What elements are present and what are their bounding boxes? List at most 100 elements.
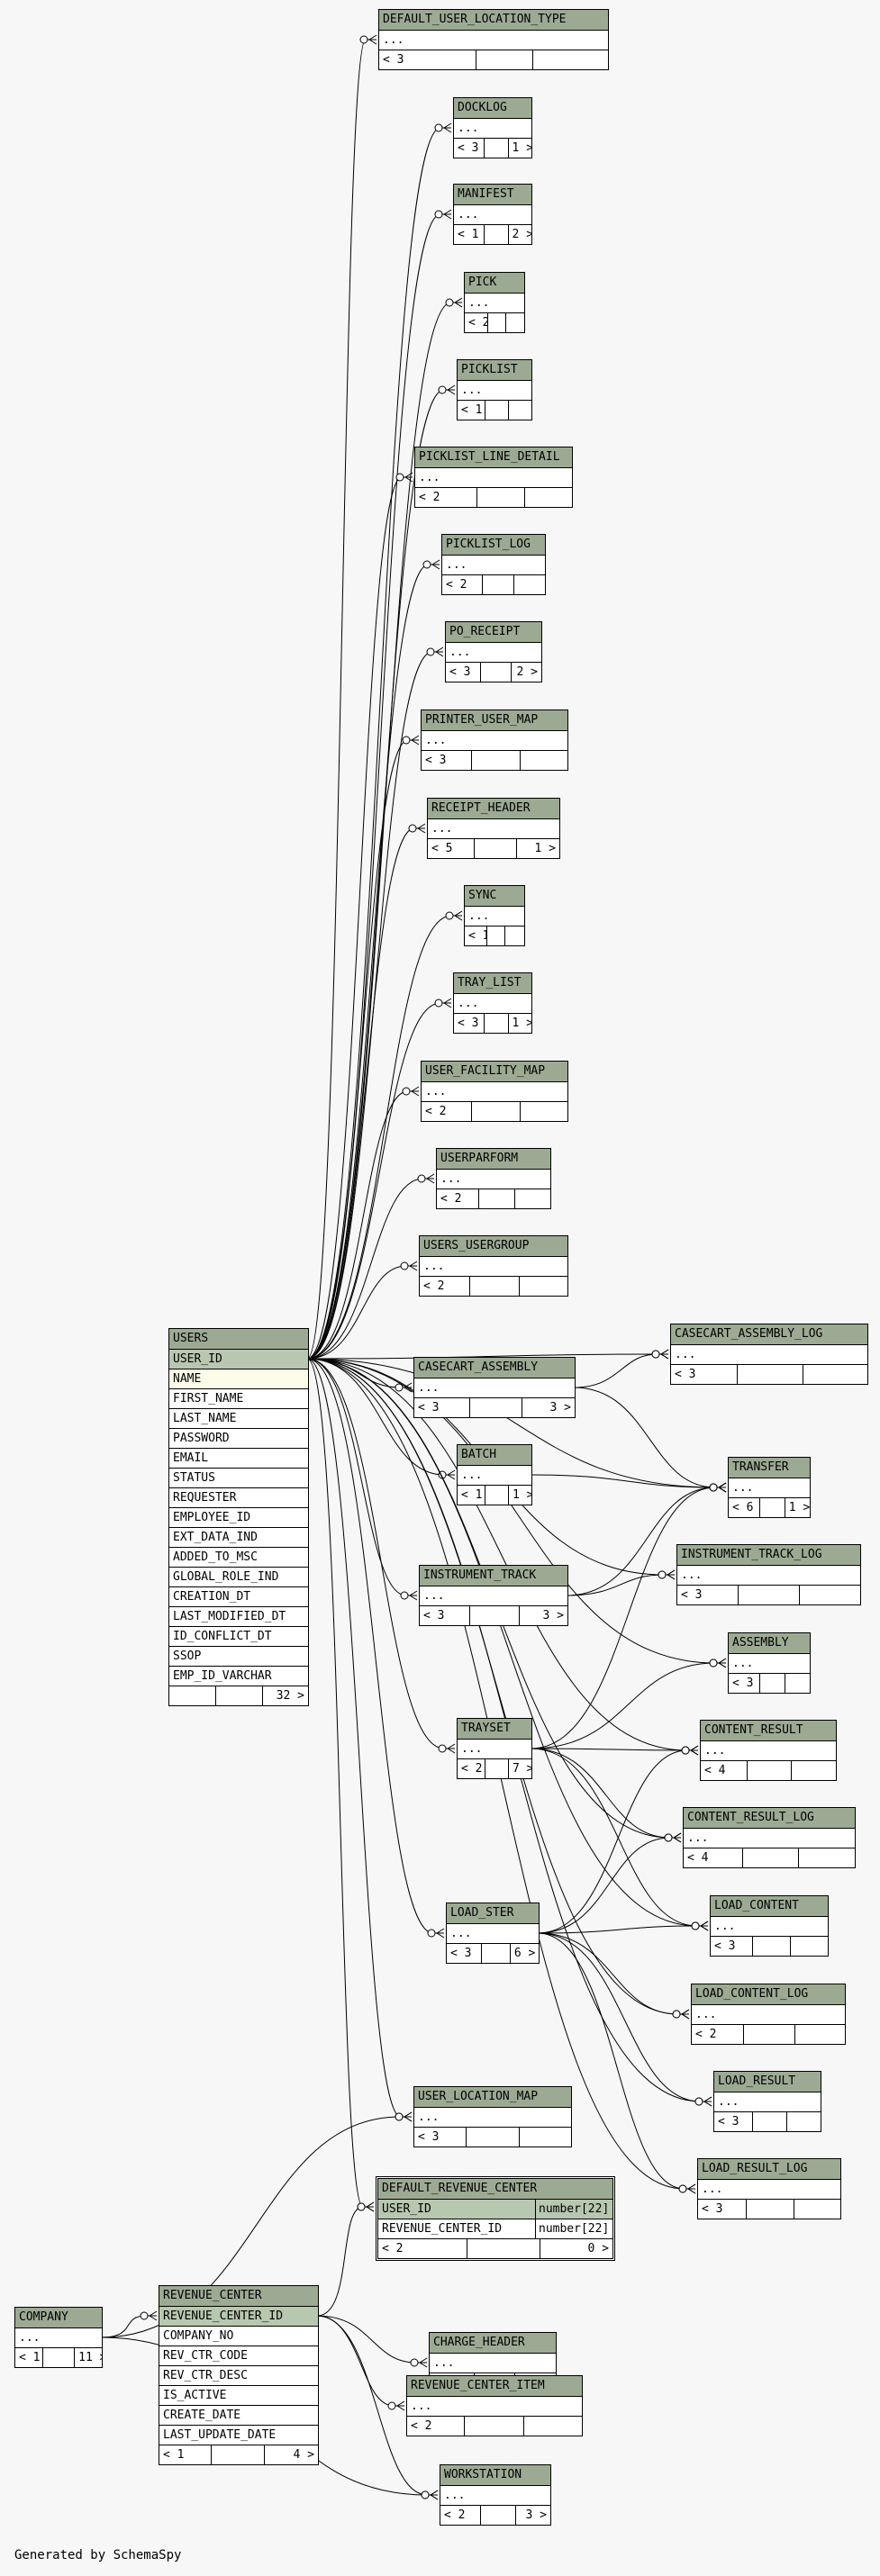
- column-row[interactable]: ...: [420, 1257, 567, 1277]
- table-sync[interactable]: SYNC...< 1: [464, 885, 525, 946]
- column-row[interactable]: REQUESTER: [169, 1488, 308, 1508]
- column-row[interactable]: EXT_DATA_IND: [169, 1528, 308, 1548]
- column-row[interactable]: ...: [729, 1654, 810, 1674]
- column-row[interactable]: LAST_MODIFIED_DT: [169, 1607, 308, 1627]
- column-row[interactable]: ...: [714, 2092, 821, 2112]
- column-row[interactable]: CREATE_DATE: [159, 2406, 318, 2426]
- table-load-result-log[interactable]: LOAD_RESULT_LOG...< 3: [697, 2158, 841, 2219]
- column-row[interactable]: ...: [458, 381, 531, 401]
- column-row[interactable]: EMP_ID_VARCHAR: [169, 1667, 308, 1686]
- column-row[interactable]: ...: [414, 2108, 571, 2128]
- parents-count: < 1: [468, 929, 486, 943]
- column-row[interactable]: EMAIL: [169, 1449, 308, 1469]
- column-row[interactable]: LAST_UPDATE_DATE: [159, 2426, 318, 2445]
- column-row[interactable]: CREATION_DT: [169, 1587, 308, 1607]
- column-row[interactable]: ...: [458, 1466, 531, 1486]
- table-pick[interactable]: PICK...< 2: [464, 272, 525, 333]
- column-row[interactable]: ...: [458, 1740, 531, 1759]
- column-row[interactable]: ...: [420, 1586, 567, 1606]
- table-load-content[interactable]: LOAD_CONTENT...< 3: [710, 1895, 829, 1957]
- column-row[interactable]: USER_ID: [169, 1350, 308, 1369]
- column-row[interactable]: ...: [407, 2397, 582, 2417]
- column-row[interactable]: PASSWORD: [169, 1429, 308, 1449]
- column-row[interactable]: ...: [428, 819, 559, 839]
- column-row[interactable]: FIRST_NAME: [169, 1389, 308, 1409]
- column-row[interactable]: ADDED_TO_MSC: [169, 1548, 308, 1568]
- column-row[interactable]: ...: [454, 994, 531, 1014]
- table-userparform[interactable]: USERPARFORM...< 2: [436, 1148, 551, 1209]
- table-assembly[interactable]: ASSEMBLY...< 3: [728, 1632, 811, 1694]
- column-row[interactable]: ...: [414, 1378, 575, 1398]
- column-row[interactable]: COMPANY_NO: [159, 2327, 318, 2346]
- table-company[interactable]: COMPANY...< 111 >: [14, 2307, 103, 2368]
- column-row[interactable]: ...: [430, 2354, 556, 2373]
- column-row[interactable]: GLOBAL_ROLE_IND: [169, 1568, 308, 1587]
- column-row[interactable]: IS_ACTIVE: [159, 2386, 318, 2406]
- table-user-location-map[interactable]: USER_LOCATION_MAP...< 3: [413, 2086, 572, 2147]
- table-picklist-log[interactable]: PICKLIST_LOG...< 2: [441, 534, 546, 595]
- column-row[interactable]: ...: [698, 2180, 840, 2200]
- table-printer-user-map[interactable]: PRINTER_USER_MAP...< 3: [421, 710, 568, 771]
- column-row[interactable]: ...: [379, 31, 608, 50]
- column-row[interactable]: ...: [437, 1170, 550, 1189]
- table-content-result[interactable]: CONTENT_RESULT...< 4: [700, 1720, 837, 1781]
- column-row[interactable]: ...: [454, 205, 531, 225]
- table-picklist[interactable]: PICKLIST...< 1: [457, 359, 532, 420]
- column-row[interactable]: ...: [446, 643, 541, 663]
- column-row[interactable]: SSOP: [169, 1647, 308, 1667]
- column-row[interactable]: LAST_NAME: [169, 1409, 308, 1429]
- table-content-result-log[interactable]: CONTENT_RESULT_LOG...< 4: [683, 1807, 856, 1868]
- column-row[interactable]: ...: [729, 1478, 810, 1498]
- column-row[interactable]: ...: [422, 1082, 567, 1102]
- column-row[interactable]: ...: [671, 1345, 867, 1365]
- column-row[interactable]: REVENUE_CENTER_ID: [159, 2307, 318, 2327]
- column-row[interactable]: ...: [465, 294, 524, 313]
- table-users-usergroup[interactable]: USERS_USERGROUP...< 2: [419, 1235, 568, 1297]
- table-user-facility-map[interactable]: USER_FACILITY_MAP...< 2: [421, 1061, 568, 1122]
- column-row[interactable]: ...: [677, 1566, 860, 1586]
- column-row[interactable]: ...: [711, 1917, 828, 1937]
- column-row[interactable]: ID_CONFLICT_DT: [169, 1627, 308, 1647]
- table-default-user-location-type[interactable]: DEFAULT_USER_LOCATION_TYPE...< 3: [378, 9, 609, 70]
- column-row[interactable]: ...: [447, 1924, 539, 1944]
- column-row[interactable]: ...: [422, 731, 567, 751]
- column-row[interactable]: ...: [415, 468, 572, 488]
- table-load-result[interactable]: LOAD_RESULT...< 3: [713, 2071, 821, 2132]
- column-row[interactable]: ...: [465, 907, 524, 926]
- table-revenue-center-item[interactable]: REVENUE_CENTER_ITEM...< 2: [406, 2375, 583, 2436]
- column-row[interactable]: ...: [15, 2328, 102, 2348]
- table-load-content-log[interactable]: LOAD_CONTENT_LOG...< 2: [691, 1984, 846, 2045]
- table-instrument-track-log[interactable]: INSTRUMENT_TRACK_LOG...< 3: [676, 1544, 861, 1605]
- table-casecart-assembly-log[interactable]: CASECART_ASSEMBLY_LOG...< 3: [670, 1324, 868, 1385]
- column-row[interactable]: ...: [692, 2005, 845, 2025]
- column-row[interactable]: ...: [454, 119, 531, 139]
- column-row[interactable]: ...: [701, 1741, 836, 1761]
- optional-marker: [387, 2401, 396, 2410]
- column-row[interactable]: STATUS: [169, 1469, 308, 1488]
- column-row[interactable]: REV_CTR_DESC: [159, 2366, 318, 2386]
- column-row[interactable]: ...: [440, 2486, 550, 2506]
- column-row[interactable]: ...: [684, 1829, 855, 1848]
- column-row[interactable]: EMPLOYEE_ID: [169, 1508, 308, 1528]
- table-batch[interactable]: BATCH...< 11 >: [457, 1444, 532, 1505]
- table-picklist-line-detail[interactable]: PICKLIST_LINE_DETAIL...< 2: [414, 447, 573, 508]
- column-row[interactable]: NAME: [169, 1369, 308, 1389]
- column-row[interactable]: ...: [442, 556, 545, 575]
- column-row[interactable]: REV_CTR_CODE: [159, 2346, 318, 2366]
- table-trayset[interactable]: TRAYSET...< 27 >: [457, 1718, 532, 1779]
